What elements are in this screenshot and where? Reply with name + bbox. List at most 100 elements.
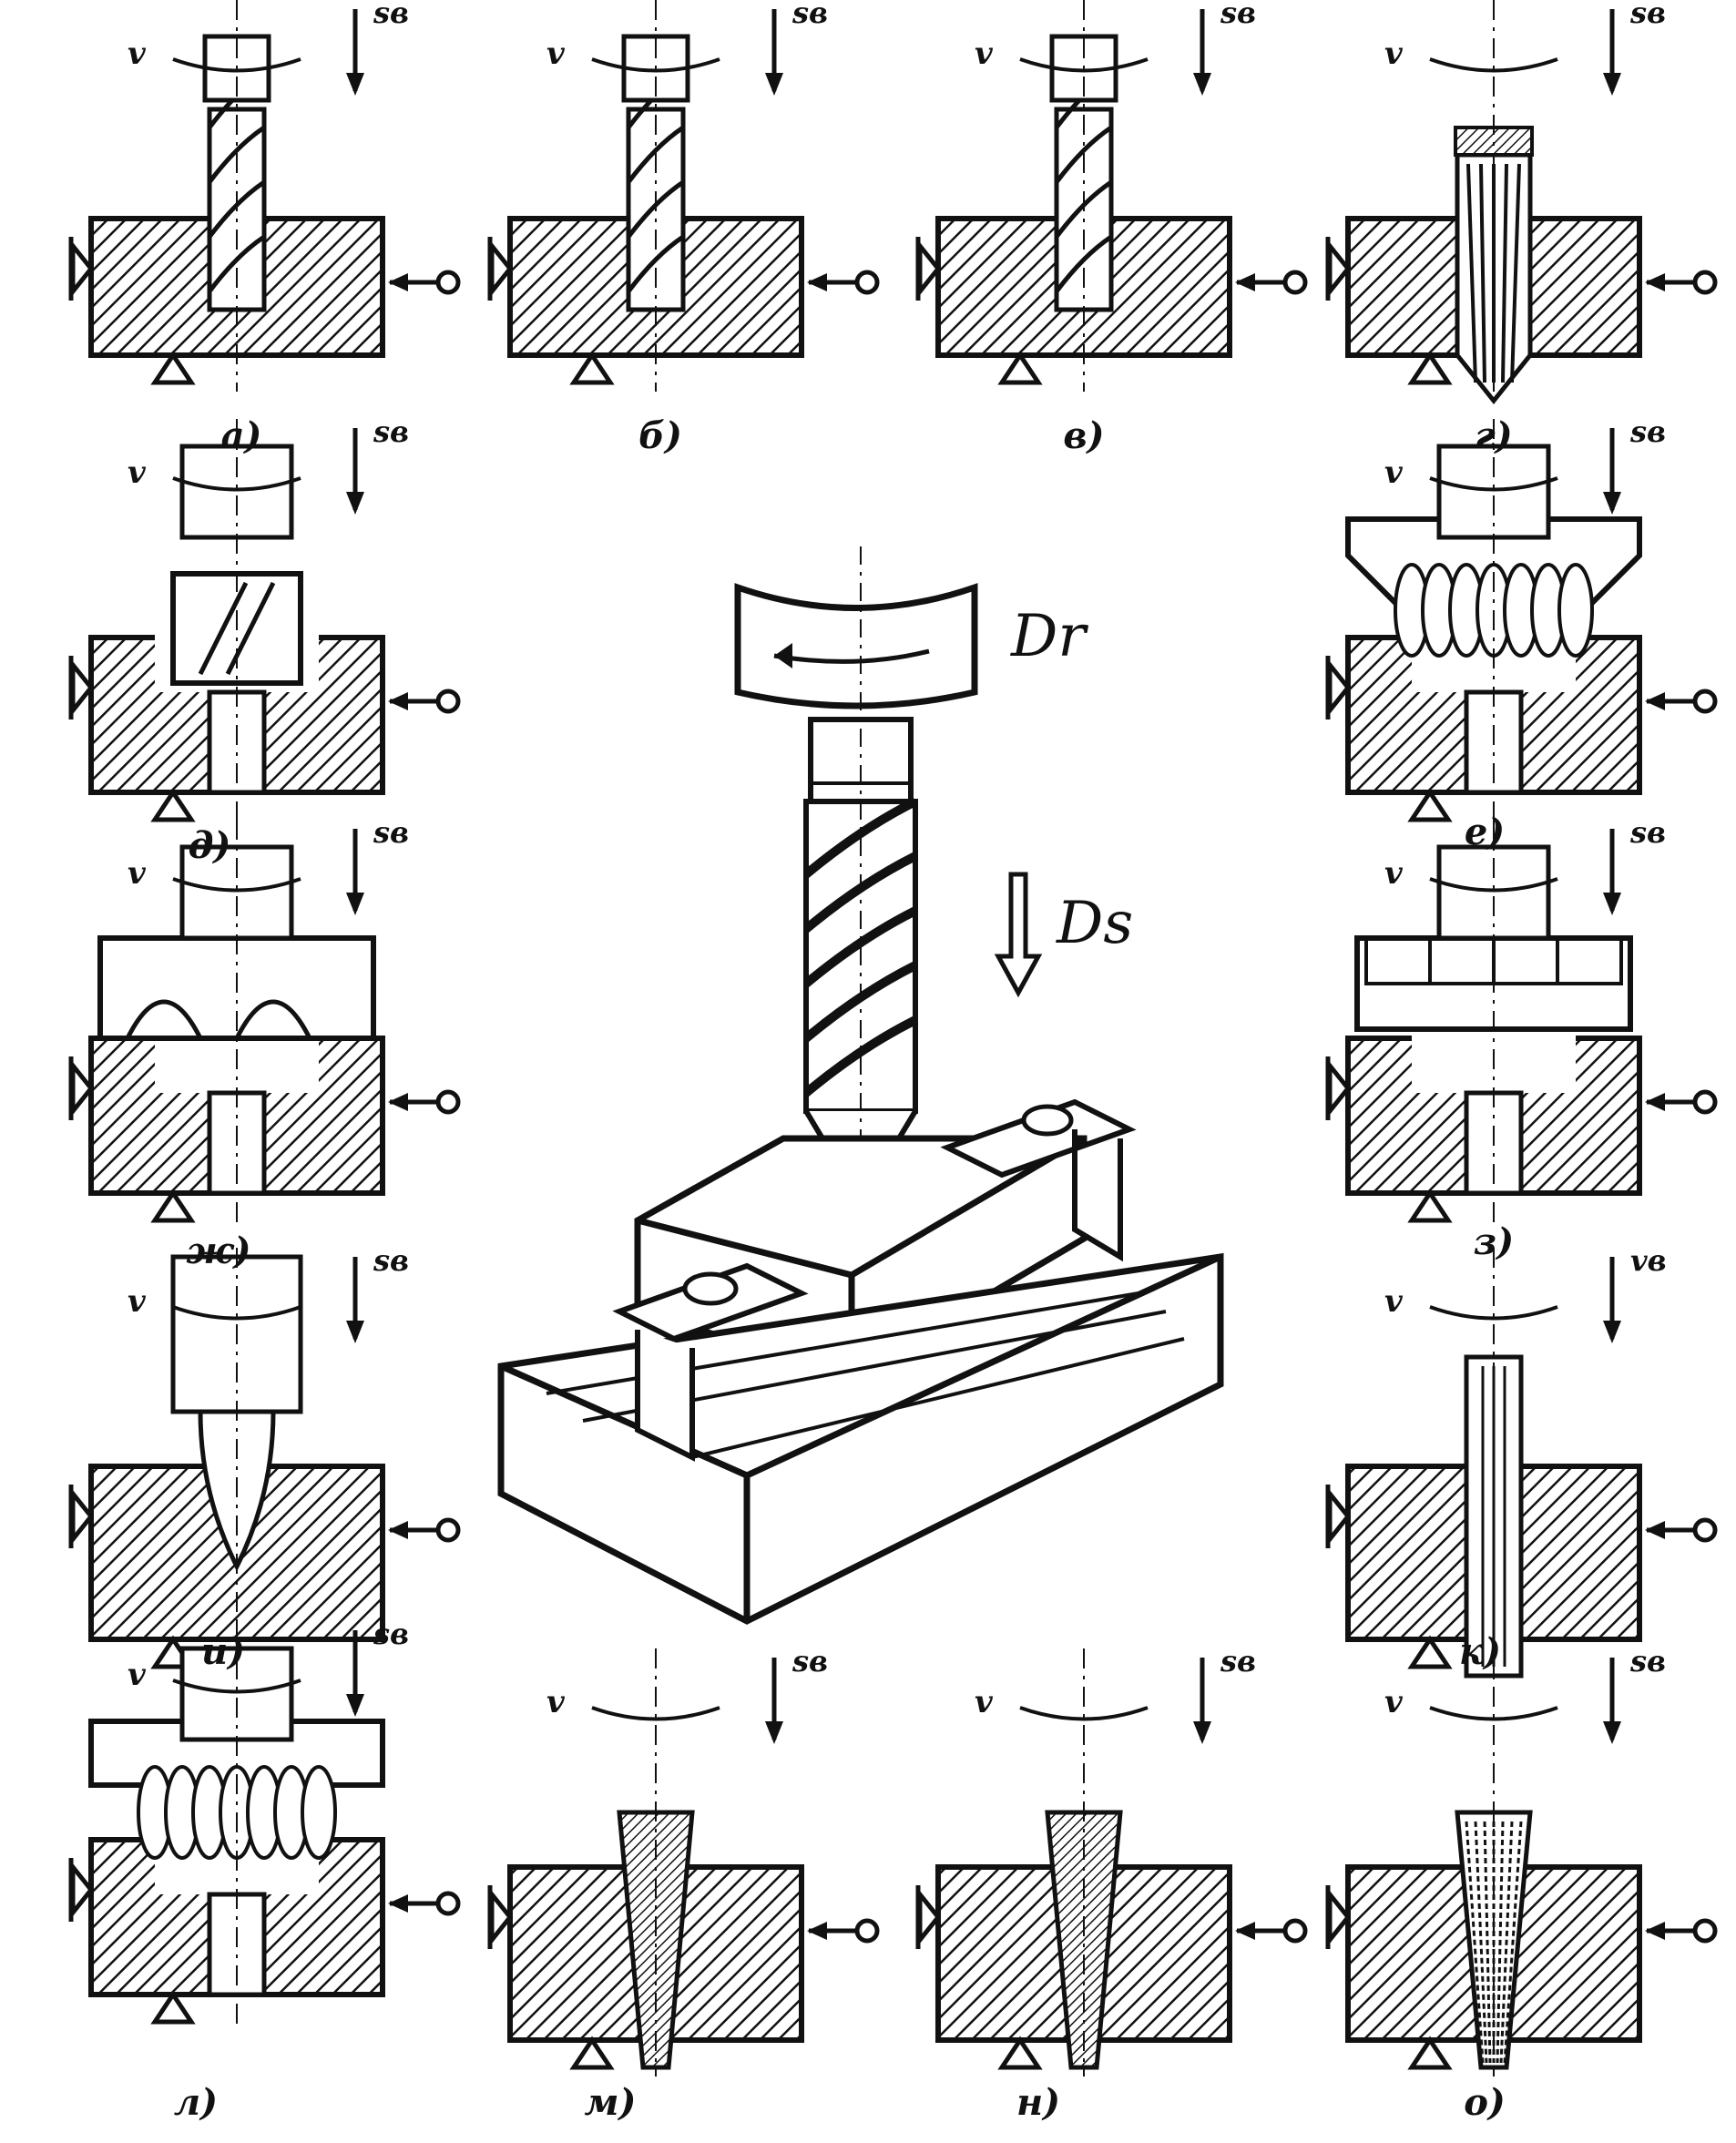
machine-table [497,1252,1224,1625]
panel-o: vsв [1325,1644,1718,2077]
panel-caption-zh: ж) [186,1230,251,1272]
clamp-point [435,1891,461,1916]
clamp-arrowhead [807,1922,827,1940]
sv-label: sв [1220,0,1256,30]
v-label: v [128,454,147,491]
sv-label: sв [373,0,409,30]
reamer-flute [1465,1821,1485,2064]
panel-caption-o: о) [1464,2081,1506,2124]
reamer-flute [1503,1821,1523,2064]
bottom-support [997,2036,1043,2070]
cutter-tooth [301,1765,337,1860]
rotation-arrow [172,57,301,73]
panel-caption-d: д) [188,824,231,867]
panel-a: vsв [68,0,461,392]
rotation-arrow [1019,57,1149,73]
sv-label: sв [1629,0,1666,30]
panel-v: v sв [915,0,1308,392]
feed-arrowhead [765,73,783,96]
bottom-support [1407,351,1453,385]
taper-reamer [617,1810,695,2070]
sv-label: sв [1629,815,1666,850]
feed-arrowhead [1193,73,1211,96]
panel-caption-e: е) [1464,811,1506,853]
reamer-flute [1466,163,1477,383]
panel-d: v sв [68,414,461,829]
drill-helix [802,1015,918,1097]
rotation-arrow [1429,877,1558,893]
feed-arrowhead [346,492,364,515]
panel-e: vsв [1325,414,1718,829]
clamp-arrowhead [1645,1922,1665,1940]
clamp-point [1692,1089,1718,1115]
drill-helix [802,797,918,878]
panel-caption-b: б) [638,414,682,457]
rear-clamp-bolt [1021,1104,1074,1137]
taper-reamer [1045,1810,1123,2070]
spindle-rotation-head [774,643,792,668]
cutter-teeth [125,999,312,1040]
feed-double-arrow [994,872,1043,998]
panel-caption-z: з) [1473,1220,1515,1263]
panel-caption-a: а) [220,414,262,457]
rotation-arrow [1429,57,1558,73]
bottom-support [150,788,196,822]
bottom-support [150,351,196,385]
v-label: v [128,1657,147,1693]
bottom-support [1407,1189,1453,1223]
clamp-point [854,270,880,295]
clamp-arrowhead [1645,1093,1665,1111]
panel-caption-l: л) [173,2081,219,2124]
bottom-support [150,1189,196,1223]
feed-arrowhead [1603,893,1621,915]
bottom-support [1407,788,1453,822]
sv-label: sв [373,414,409,449]
bottom-support [997,351,1043,385]
rotation-arrow [1429,1305,1558,1321]
v-label: v [975,36,994,72]
front-clamp-bolt [682,1271,739,1306]
v-label: v [546,36,566,72]
panel-g: vsв [1325,0,1718,405]
reamer-flute [1479,163,1486,383]
panel-m: vsв [487,1644,880,2077]
clamp-point [1282,270,1308,295]
reamer-flute [1501,163,1508,383]
clamp-arrowhead [388,273,408,291]
rotation-label: Dr [1010,603,1088,670]
rotation-arrow [172,476,301,492]
panel-l: vsв [68,1617,461,2031]
panel-caption-i: и) [200,1630,246,1673]
feed-arrowhead [1603,492,1621,515]
reamer-flute [1510,163,1521,383]
cutter-tooth [1557,563,1594,658]
clamp-arrowhead [388,1894,408,1913]
rotation-arrow [1019,1706,1149,1721]
bottom-support [1407,1635,1453,1669]
feed-arrowhead [346,73,364,96]
clamp-arrowhead [1645,273,1665,291]
panel-k: vvв [1325,1243,1718,1679]
panel-z: vsв [1325,815,1718,1230]
v-label: v [546,1684,566,1720]
clamp-arrowhead [1235,273,1255,291]
clamp-point [854,1918,880,1944]
bottom-support [1407,2036,1453,2070]
clamp-point [435,270,461,295]
v-label: v [975,1684,994,1720]
drill-helix [802,906,918,987]
rotation-arrow [591,1706,720,1721]
reamer-flute [1499,1821,1514,2064]
clamp-point [435,1089,461,1115]
clamp-point [1692,270,1718,295]
panel-n: vsв [915,1644,1308,2077]
rotation-arrow [591,57,720,73]
v-label: v [1384,1684,1404,1720]
bottom-support [150,1990,196,2025]
spindle-rotation-arrow [773,648,930,664]
panel-caption-n: н) [1016,2081,1061,2124]
feed-arrowhead [1603,1321,1621,1343]
feed-arrowhead [1193,1721,1211,1744]
